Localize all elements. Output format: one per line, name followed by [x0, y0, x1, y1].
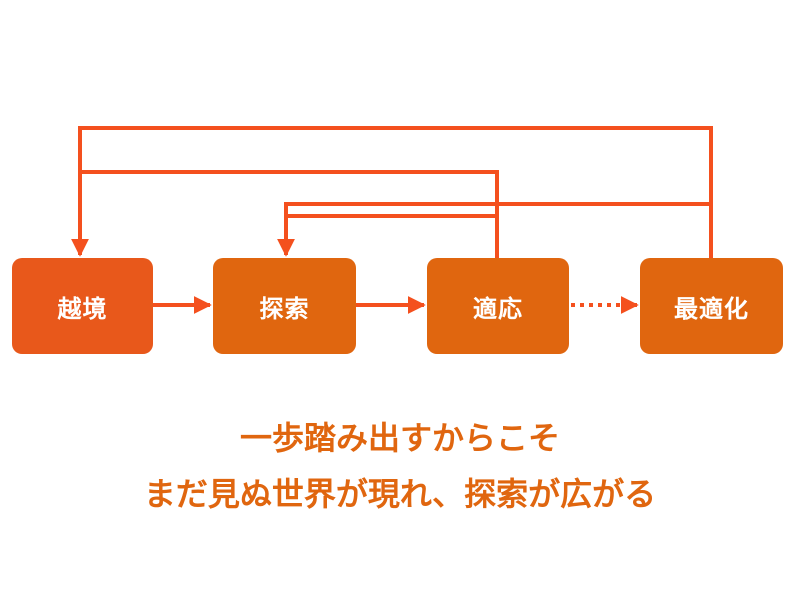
node-tekio: 適応 — [427, 258, 569, 354]
node-ekkyo: 越境 — [12, 258, 153, 354]
node-tansaku: 探索 — [213, 258, 356, 354]
loop-tekio-to-ekkyo — [80, 170, 499, 262]
caption-line-2: まだ見ぬ世界が現れ、探索が広がる — [143, 475, 657, 513]
loop-saitekika-to-tansaku — [277, 202, 711, 257]
node-tansaku-label: 探索 — [259, 294, 310, 323]
node-ekkyo-label: 越境 — [57, 294, 108, 323]
node-saitekika: 最適化 — [640, 258, 783, 354]
loop-saitekika-to-ekkyo — [71, 126, 713, 262]
node-saitekika-label: 最適化 — [674, 294, 749, 323]
caption-line-1: 一歩踏み出すからこそ — [239, 419, 560, 457]
node-tekio-label: 適応 — [473, 294, 523, 323]
